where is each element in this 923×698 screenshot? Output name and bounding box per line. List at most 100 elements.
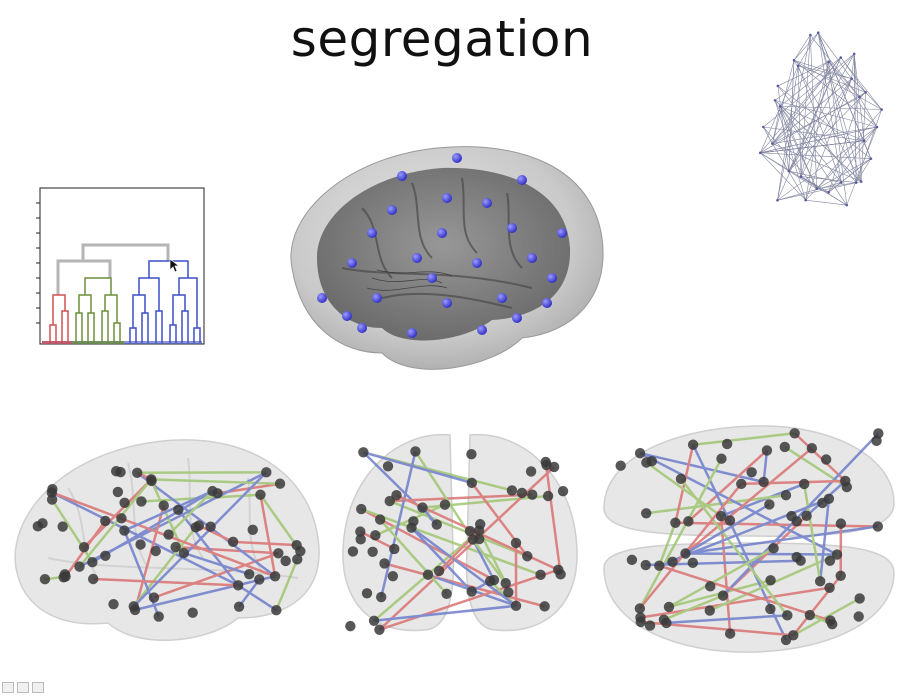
node xyxy=(271,605,281,615)
edge xyxy=(760,153,805,200)
node xyxy=(501,578,511,588)
node xyxy=(705,581,715,591)
node xyxy=(497,293,507,303)
node xyxy=(387,205,397,215)
node xyxy=(116,513,126,523)
node xyxy=(764,499,774,509)
node xyxy=(858,96,861,99)
node xyxy=(670,518,680,528)
node xyxy=(163,529,173,539)
node xyxy=(440,499,450,509)
node xyxy=(781,635,791,645)
node xyxy=(33,521,43,531)
node xyxy=(159,500,169,510)
node xyxy=(824,583,834,593)
node xyxy=(659,614,669,624)
node xyxy=(539,601,549,611)
node xyxy=(115,467,125,477)
node xyxy=(376,592,386,602)
node xyxy=(489,575,499,585)
node xyxy=(839,56,842,59)
node xyxy=(771,142,774,145)
node xyxy=(716,511,726,521)
node xyxy=(801,511,811,521)
node xyxy=(466,586,476,596)
node xyxy=(369,616,379,626)
node xyxy=(170,542,180,552)
node xyxy=(615,460,625,470)
node xyxy=(688,440,698,450)
node xyxy=(342,311,352,321)
node xyxy=(736,479,746,489)
node xyxy=(212,488,222,498)
node xyxy=(389,544,399,554)
node xyxy=(807,443,817,453)
node xyxy=(442,298,452,308)
node xyxy=(248,525,258,535)
node xyxy=(385,496,395,506)
node xyxy=(543,491,553,501)
node xyxy=(762,445,772,455)
slide-nav[interactable] xyxy=(2,680,72,691)
node xyxy=(119,525,129,535)
node xyxy=(853,53,856,56)
node xyxy=(472,258,482,268)
node xyxy=(777,85,780,88)
node xyxy=(840,181,843,184)
node xyxy=(292,554,302,564)
slide-nav-prev-icon[interactable] xyxy=(2,682,14,693)
node xyxy=(40,574,50,584)
node xyxy=(787,170,790,173)
node xyxy=(477,325,487,335)
node xyxy=(825,615,835,625)
node xyxy=(817,498,827,508)
node xyxy=(517,488,527,498)
node xyxy=(205,522,215,532)
node xyxy=(799,479,809,489)
node xyxy=(549,462,559,472)
node xyxy=(255,490,265,500)
node xyxy=(280,556,290,566)
node xyxy=(636,617,646,627)
node xyxy=(291,540,301,550)
node xyxy=(863,139,866,142)
dendrogram-y-ticks xyxy=(36,203,40,323)
node xyxy=(345,621,355,631)
node xyxy=(765,604,775,614)
node xyxy=(880,108,883,111)
node xyxy=(348,546,358,556)
node xyxy=(507,223,517,233)
node xyxy=(527,489,537,499)
node xyxy=(641,508,651,518)
node xyxy=(870,157,873,160)
brain-sagittal-view xyxy=(8,428,323,650)
node xyxy=(547,273,557,283)
node xyxy=(836,571,846,581)
node xyxy=(836,518,846,528)
node xyxy=(855,181,858,184)
node xyxy=(135,539,145,549)
node xyxy=(705,605,715,615)
node xyxy=(146,476,156,486)
node xyxy=(641,560,651,570)
node xyxy=(358,447,368,457)
edge xyxy=(778,86,789,171)
wireframe-edges xyxy=(760,33,881,205)
node xyxy=(355,526,365,536)
node xyxy=(507,485,517,495)
node xyxy=(129,601,139,611)
node xyxy=(664,602,674,612)
slide-nav-menu-icon[interactable] xyxy=(17,682,29,693)
node xyxy=(228,537,238,547)
dendrogram-leaf-markers xyxy=(42,341,202,344)
node xyxy=(511,601,521,611)
node xyxy=(379,558,389,568)
node xyxy=(234,601,244,611)
node xyxy=(827,60,830,63)
slide-nav-next-icon[interactable] xyxy=(32,682,44,693)
node xyxy=(654,560,664,570)
node xyxy=(850,77,853,80)
node xyxy=(347,258,357,268)
node xyxy=(100,551,110,561)
node xyxy=(535,570,545,580)
